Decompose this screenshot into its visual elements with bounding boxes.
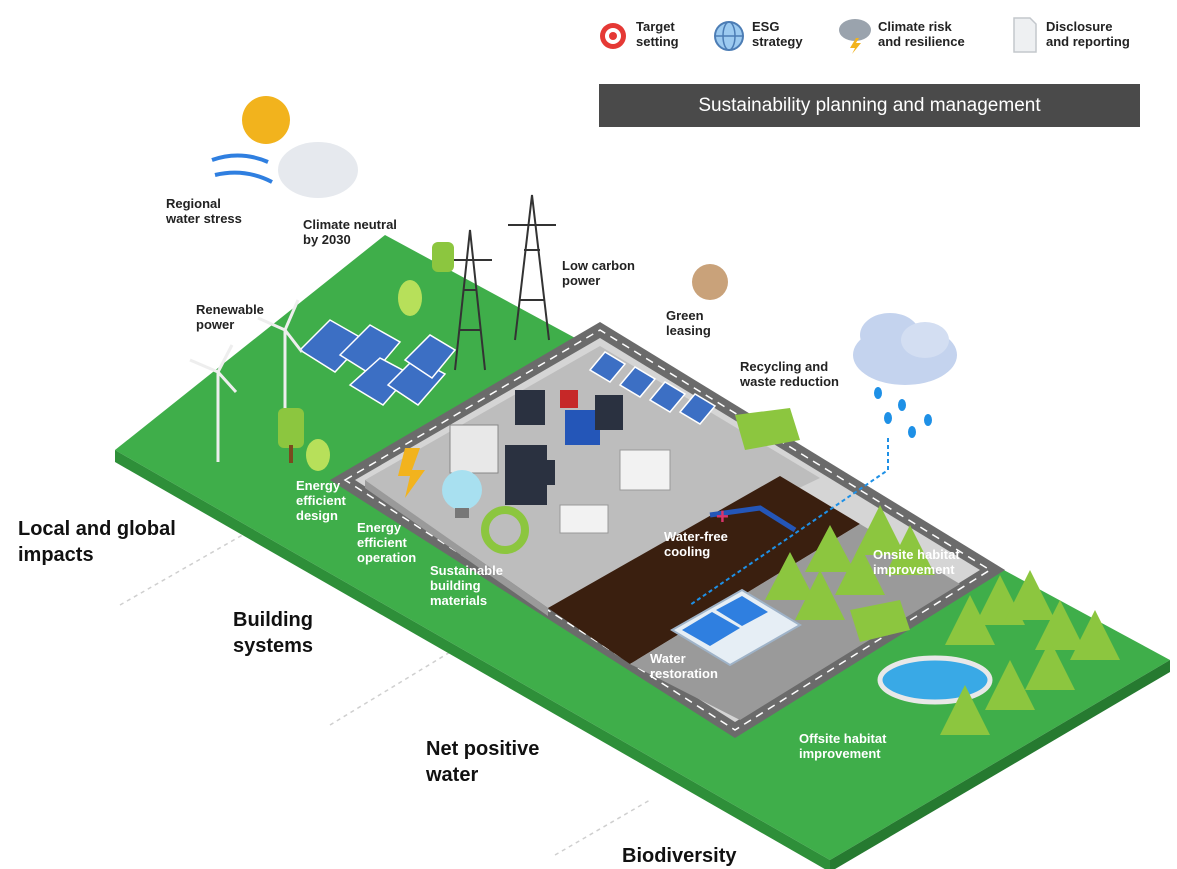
- legend-label: Disclosure and reporting: [1046, 19, 1130, 49]
- category-building-systems: Building systems: [233, 609, 314, 657]
- globe-icon: [714, 21, 744, 51]
- storm-cloud-icon: [839, 19, 871, 54]
- label-recycling: Recycling and waste reduction: [740, 359, 839, 389]
- label-energy-efficient-design: Energy efficient design: [296, 478, 346, 523]
- label-climate-neutral: Climate neutral by 2030: [303, 217, 397, 247]
- target-icon: [600, 23, 626, 49]
- water-restoration-basin: [670, 588, 802, 667]
- legend-label: ESG strategy: [752, 19, 803, 49]
- category-biodiversity: Biodiversity: [622, 845, 737, 867]
- forest: [765, 505, 1120, 735]
- handshake-icon: [692, 264, 728, 300]
- label-green-leasing: Green leasing: [666, 308, 711, 338]
- label-offsite-habitat: Offsite habitat improvement: [799, 731, 887, 761]
- sustainability-banner: Sustainability planning and management: [599, 84, 1140, 127]
- legend-target-setting: Target setting: [596, 12, 679, 56]
- legend-climate-risk: Climate risk and resilience: [838, 12, 965, 56]
- label-sustainable-materials: Sustainable building materials: [430, 563, 503, 608]
- label-renewable-power: Renewable power: [196, 302, 264, 332]
- server-racks: [449, 390, 671, 534]
- solar-panels-roof: [588, 351, 717, 425]
- solar-panels-field: [298, 319, 457, 406]
- legend-disclosure: Disclosure and reporting: [1006, 12, 1130, 56]
- leader-lines: [119, 524, 651, 856]
- recycling-trucks: [735, 408, 910, 642]
- transmission-towers: [448, 194, 556, 371]
- floor-icons: [398, 448, 529, 554]
- weather-icons: [211, 96, 358, 198]
- trees-left: [278, 242, 454, 471]
- label-regional-water-stress: Regional water stress: [166, 196, 242, 226]
- label-onsite-habitat: Onsite habitat improvement: [873, 547, 960, 577]
- document-icon: [1013, 17, 1037, 53]
- label-energy-efficient-operation: Energy efficient operation: [357, 520, 417, 565]
- cooling-pipe-marker: +: [716, 504, 729, 529]
- pond: [877, 655, 993, 705]
- category-net-positive-water: Net positive water: [426, 738, 540, 786]
- legend-esg-strategy: ESG strategy: [712, 12, 803, 56]
- label-water-free-cooling: Water-free cooling: [664, 529, 728, 559]
- label-low-carbon-power: Low carbon power: [562, 258, 635, 288]
- legend-label: Target setting: [636, 19, 679, 49]
- cooling-pipe: [709, 505, 797, 533]
- rain-cloud: [853, 313, 957, 438]
- legend-label: Climate risk and resilience: [878, 19, 965, 49]
- category-local-global-impacts: Local and global impacts: [18, 518, 176, 566]
- water-flow-line: [689, 438, 889, 606]
- label-water-restoration: Water restoration: [650, 651, 718, 681]
